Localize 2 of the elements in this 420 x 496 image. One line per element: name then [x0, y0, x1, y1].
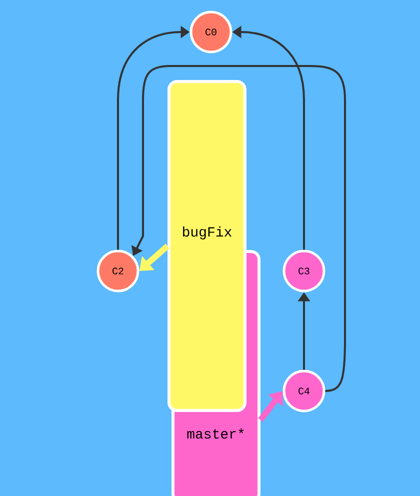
- branch-arrow: [258, 391, 283, 422]
- branch-label-box: bugFix: [168, 80, 246, 412]
